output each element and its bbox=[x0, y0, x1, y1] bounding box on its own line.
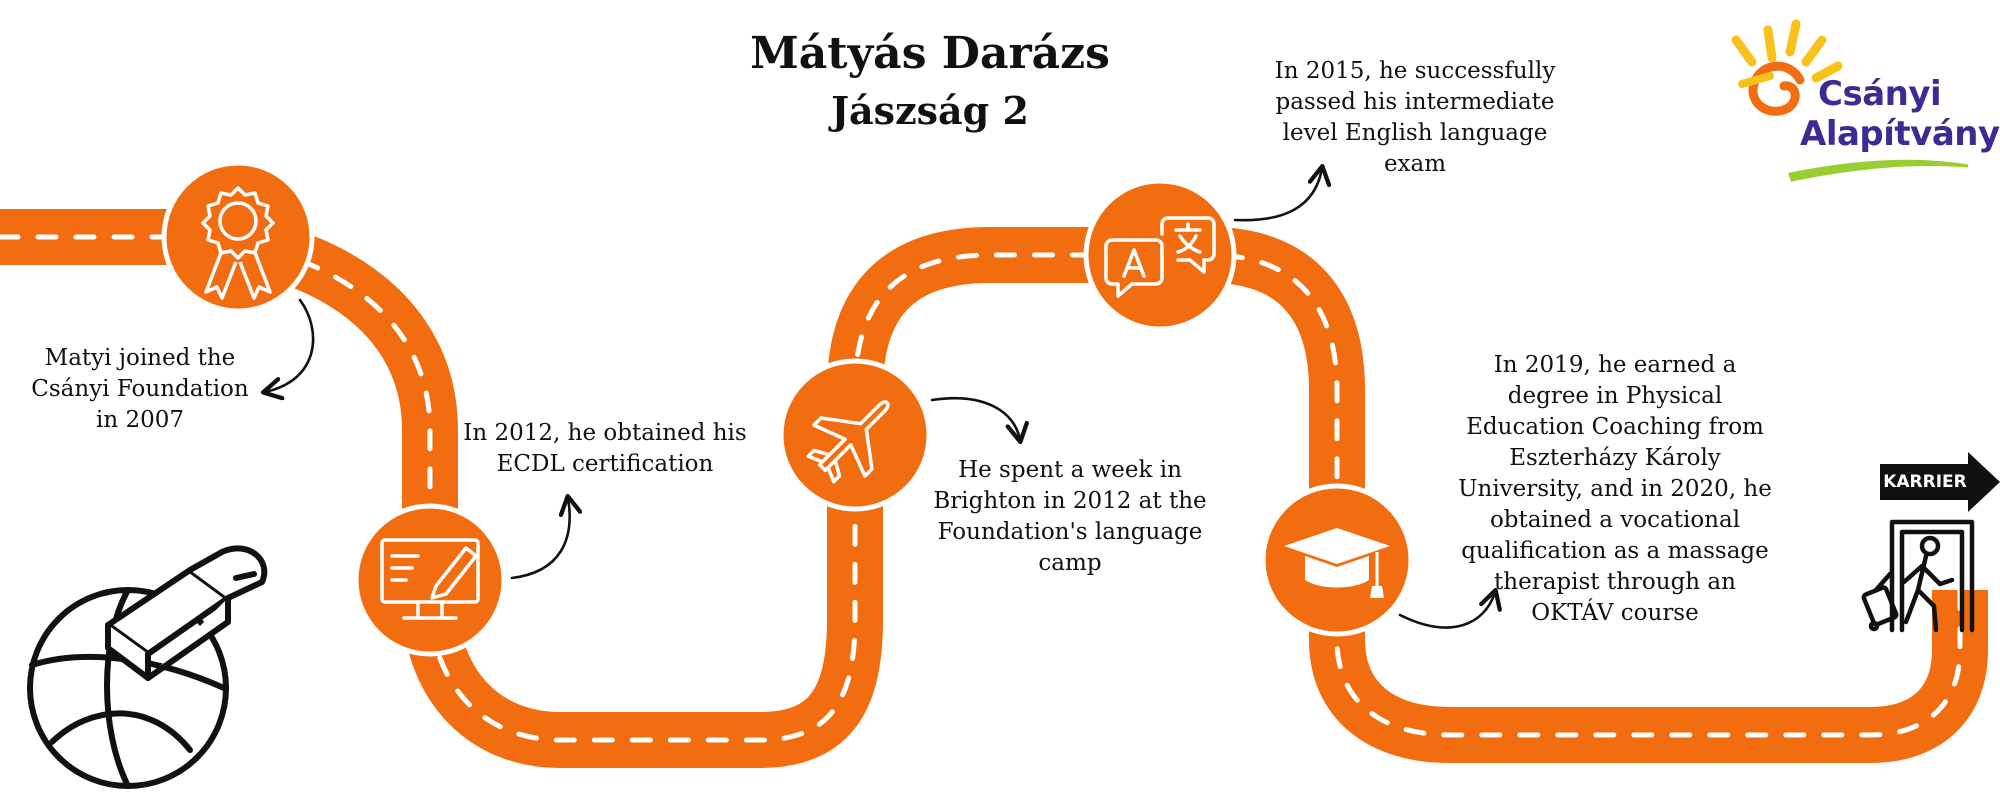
computer-pencil-icon bbox=[353, 503, 507, 657]
road-path bbox=[0, 209, 1988, 768]
arrow-4 bbox=[1233, 168, 1322, 222]
translation-icon bbox=[1083, 178, 1237, 332]
page-title: Mátyás Darázs bbox=[750, 28, 1110, 79]
career-label: KARRIER bbox=[1883, 472, 1967, 492]
milestone-4-text: In 2015, he successfully passed his inte… bbox=[1274, 58, 1556, 177]
milestone-1-text: Matyi joined the Csányi Foundation in 20… bbox=[31, 345, 249, 433]
airplane-icon bbox=[778, 358, 932, 512]
arrow-3 bbox=[930, 396, 1020, 440]
logo-line-2: Alapítvány bbox=[1800, 114, 2000, 154]
logo-line-1: Csányi bbox=[1818, 74, 1942, 114]
arrows bbox=[265, 168, 1495, 629]
exit-door-traveler-icon bbox=[1861, 519, 1975, 633]
award-ribbon-icon bbox=[161, 160, 315, 314]
arrow-5 bbox=[1398, 592, 1495, 629]
page-subtitle: Jászság 2 bbox=[831, 88, 1029, 133]
arrow-2 bbox=[510, 498, 570, 580]
arrow-1 bbox=[265, 298, 315, 392]
graduation-cap-icon bbox=[1260, 483, 1414, 637]
csanyi-logo-mark bbox=[1731, 19, 1969, 182]
career-arrow-sign bbox=[1880, 452, 2000, 512]
milestone-5-text: In 2019, he earned a degree in Physical … bbox=[1458, 352, 1772, 626]
milestone-2-text: In 2012, he obtained his ECDL certificat… bbox=[463, 420, 747, 477]
basketball-whistle-icon bbox=[27, 545, 268, 789]
milestone-3-text: He spent a week in Brighton in 2012 at t… bbox=[933, 457, 1207, 576]
